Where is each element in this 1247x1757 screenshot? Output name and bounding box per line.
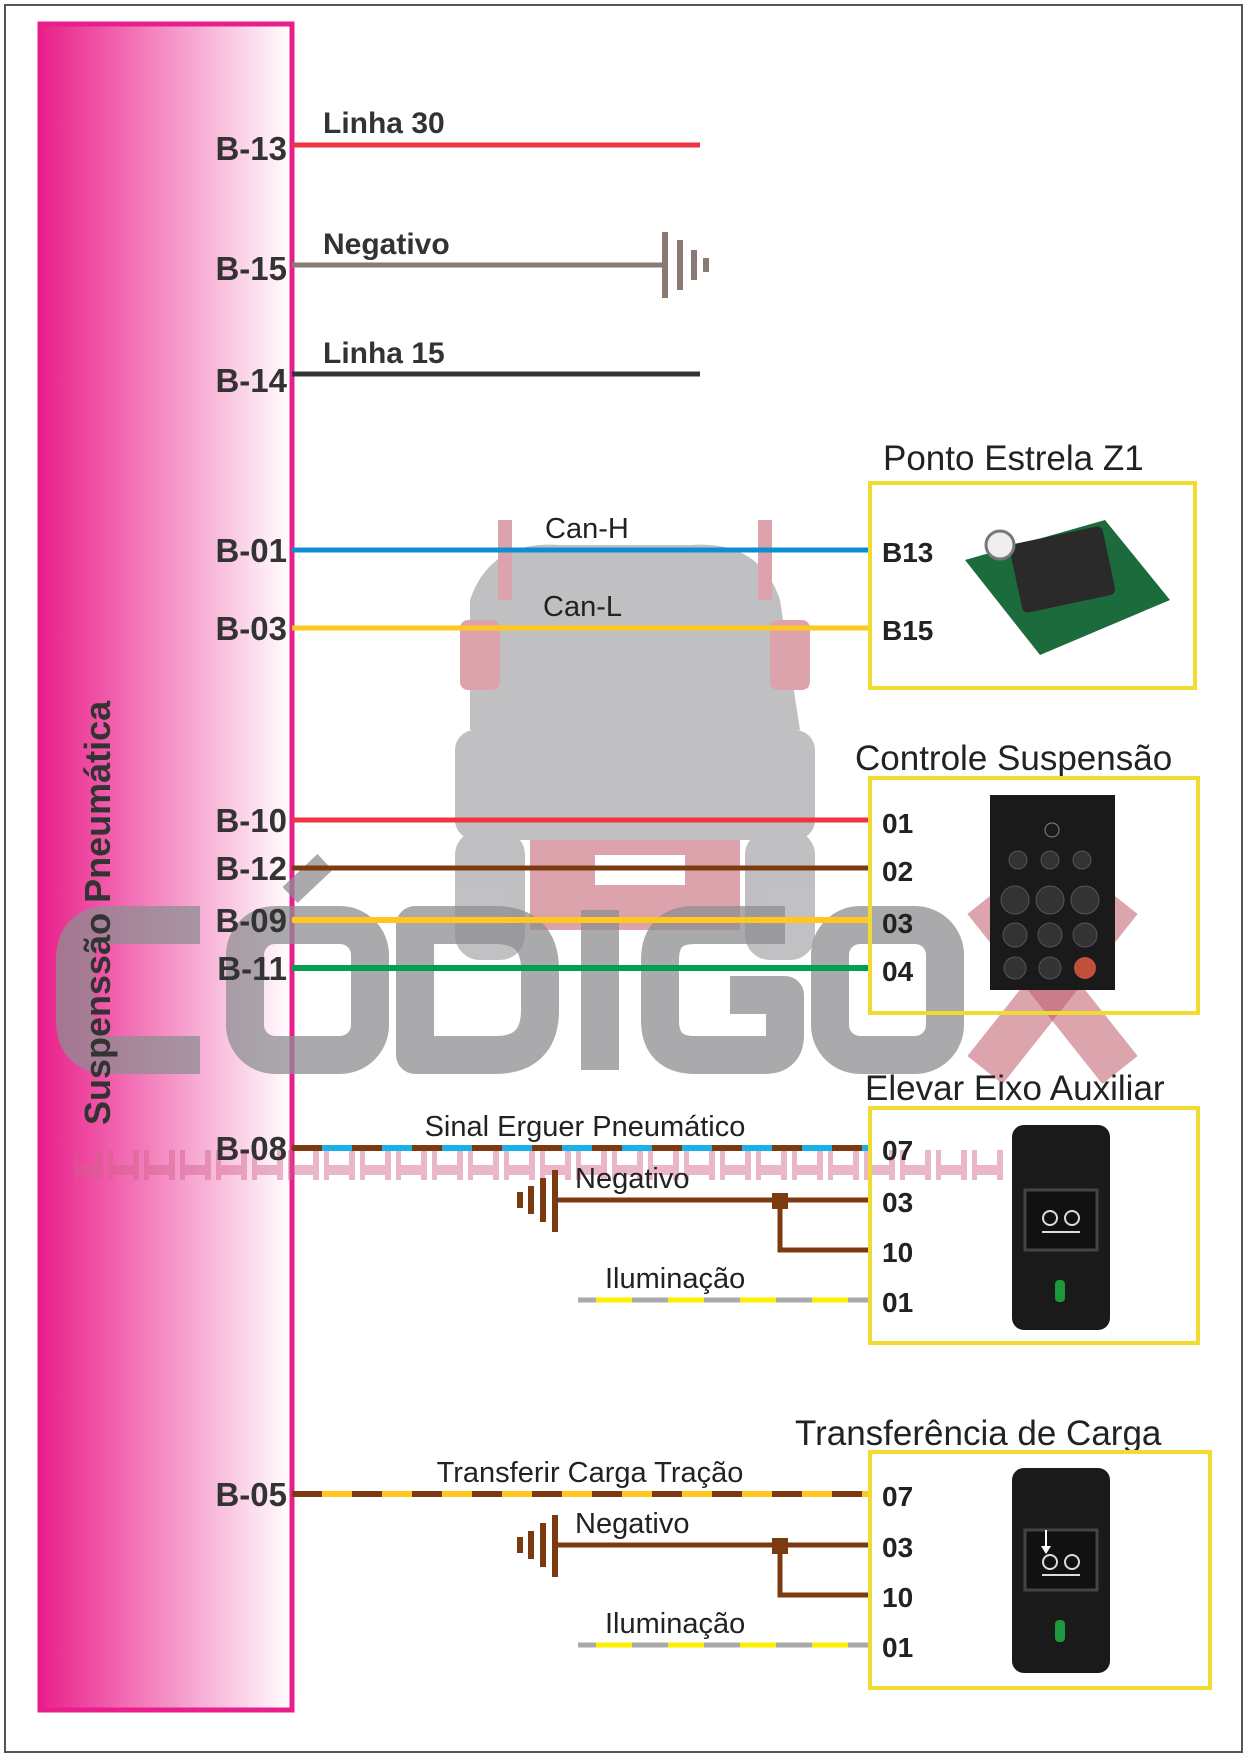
- transferencia-pin: 03: [882, 1532, 913, 1563]
- label-transferir: Transferir Carga Tração: [437, 1457, 744, 1489]
- transferencia-pin: 01: [882, 1632, 913, 1663]
- switch-photo: [1012, 1125, 1110, 1330]
- label-linha30: Linha 30: [323, 107, 445, 140]
- pin-b05: B-05: [215, 1476, 287, 1513]
- label-iluminacao-elevar: Iluminação: [605, 1263, 745, 1295]
- component-elevar-eixo: Elevar Eixo Auxiliar 07 03 10 01: [865, 1069, 1200, 1345]
- label-negativo-elevar: Negativo: [575, 1163, 689, 1195]
- pin-b10: B-10: [215, 802, 287, 839]
- label-can-l: Can-L: [543, 591, 622, 623]
- pin-b15: B-15: [215, 250, 287, 287]
- module-title: Suspenssão Pneumática: [77, 700, 118, 1125]
- label-negativo: Negativo: [323, 228, 450, 261]
- label-negativo-transf: Negativo: [575, 1508, 689, 1540]
- remote-control-photo: [990, 795, 1115, 990]
- controle-pin: 03: [882, 908, 913, 939]
- component-ponto-estrela: Ponto Estrela Z1 B13 B15: [868, 439, 1197, 690]
- pin-b11: B-11: [217, 950, 287, 987]
- controle-pin: 04: [882, 956, 914, 987]
- ponto-estrela-title: Ponto Estrela Z1: [883, 439, 1144, 478]
- pin-b14: B-14: [215, 362, 287, 399]
- label-iluminacao-transf: Iluminação: [605, 1608, 745, 1640]
- pin-b08: B-08: [215, 1130, 287, 1167]
- elevar-pin: 07: [882, 1135, 913, 1166]
- truck-watermark: [455, 520, 815, 960]
- transferencia-pin: 07: [882, 1481, 913, 1512]
- pin-b01: B-01: [215, 532, 287, 569]
- component-transferencia-carga: Transferência de Carga 07 03 10 01: [795, 1414, 1212, 1690]
- transferencia-pin: 10: [882, 1582, 913, 1613]
- controle-pin: 01: [882, 808, 913, 839]
- ground-icon: [662, 232, 709, 298]
- switch-photo: [1012, 1468, 1110, 1673]
- pin-b09: B-09: [215, 902, 287, 939]
- pin-b13: B-13: [215, 130, 287, 167]
- elevar-pin: 03: [882, 1187, 913, 1218]
- connector-photo: [965, 520, 1170, 655]
- ground-junction-transf: [517, 1515, 870, 1598]
- pin-b03: B-03: [215, 610, 287, 647]
- label-linha15: Linha 15: [323, 337, 445, 370]
- controle-pin: 02: [882, 856, 913, 887]
- component-controle-suspensao: Controle Suspensão 01 02 03 04: [855, 739, 1200, 1015]
- ground-junction-elevar: [517, 1170, 870, 1253]
- label-can-h: Can-H: [545, 513, 629, 545]
- ponto-estrela-pin: B13: [882, 537, 933, 568]
- elevar-pin: 10: [882, 1237, 913, 1268]
- elevar-pin: 01: [882, 1287, 913, 1318]
- elevar-title: Elevar Eixo Auxiliar: [865, 1069, 1165, 1108]
- transferencia-title: Transferência de Carga: [795, 1414, 1162, 1453]
- module-block: [37, 21, 295, 1713]
- ponto-estrela-pin: B15: [882, 615, 933, 646]
- brand-tagline: [75, 1150, 1005, 1180]
- label-sinal-erguer: Sinal Erguer Pneumático: [425, 1111, 746, 1143]
- controle-title: Controle Suspensão: [855, 739, 1172, 778]
- pin-b12: B-12: [215, 850, 287, 887]
